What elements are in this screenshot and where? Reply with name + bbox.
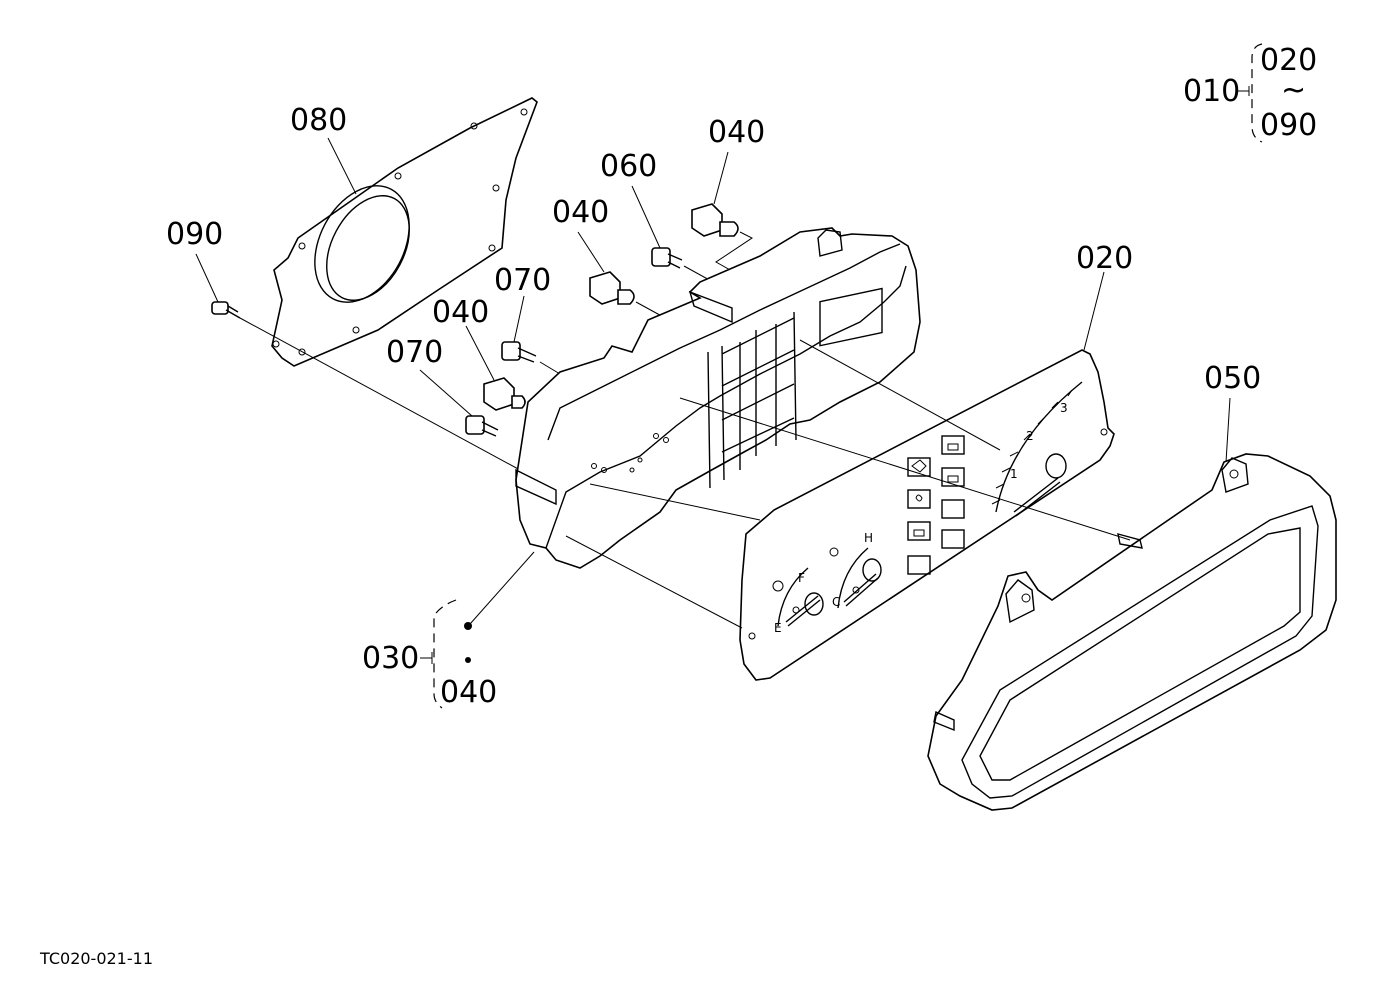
tach-mark-3: 3 <box>1060 401 1068 415</box>
bulb-socket-070-upper <box>501 341 537 363</box>
rear-plate-080 <box>271 97 538 367</box>
range-bracket <box>1251 43 1263 143</box>
bulb-socket-070-lower <box>465 415 499 437</box>
assembly-line-070-upper <box>539 361 561 375</box>
figure-code: TC020-021-11 <box>39 949 153 968</box>
range-separator: ~ <box>1281 73 1306 108</box>
leader-090 <box>195 253 219 303</box>
callout-030: 030 <box>362 641 419 676</box>
callout-040-mid: 040 <box>552 195 609 230</box>
tach-mark-2: 2 <box>1026 429 1034 443</box>
callout-070-upper: 070 <box>494 263 551 298</box>
leader-050 <box>1225 397 1231 463</box>
callout-090: 090 <box>166 217 223 252</box>
subassembly-bracket-tick <box>420 652 433 664</box>
fuel-mark-f: F <box>798 571 805 585</box>
leader-040-top <box>713 151 729 205</box>
range-bracket-tick <box>1237 86 1250 96</box>
callout-040-top: 040 <box>708 115 765 150</box>
leader-020 <box>1083 271 1105 351</box>
callout-040-left: 040 <box>432 295 489 330</box>
meter-housing <box>515 227 921 569</box>
bulb-socket-040-left <box>483 377 526 411</box>
leader-dot-030 <box>464 622 472 630</box>
callout-020: 020 <box>1076 241 1133 276</box>
subassembly-030-group: 030 040 <box>362 551 535 710</box>
bulb-socket-060 <box>651 247 683 269</box>
assembly-lines-housing <box>565 339 1131 629</box>
callout-020-range: 020 <box>1260 43 1317 78</box>
leader-060 <box>631 185 661 249</box>
callout-080: 080 <box>290 103 347 138</box>
callout-070-lower: 070 <box>386 335 443 370</box>
subassembly-bracket <box>433 599 457 709</box>
tach-mark-1: 1 <box>1010 467 1018 481</box>
leader-030 <box>469 551 535 625</box>
leader-070-upper <box>513 295 525 343</box>
dial-face-020: 1 2 3 H C F E <box>739 349 1115 681</box>
assembly-line-090 <box>239 317 521 471</box>
bulb-socket-040-mid <box>589 271 635 305</box>
callout-060: 060 <box>600 149 657 184</box>
callout-050: 050 <box>1204 361 1261 396</box>
leader-040-mid <box>577 231 605 273</box>
leader-040-left <box>465 325 495 381</box>
temp-mark-h: H <box>864 531 873 545</box>
callout-010: 010 <box>1183 74 1240 109</box>
leader-070-lower <box>419 369 473 417</box>
leader-dot-040 <box>465 657 471 663</box>
callout-030-040: 040 <box>440 675 497 710</box>
screw-090 <box>211 301 241 319</box>
leader-080 <box>327 137 357 195</box>
bulb-socket-040-top <box>691 203 739 237</box>
fuel-mark-e: E <box>774 621 782 635</box>
front-cover-050 <box>927 453 1337 811</box>
callout-090-range: 090 <box>1260 108 1317 143</box>
assembly-range-group: 010 020 ~ 090 <box>1183 43 1317 143</box>
temp-mark-c: C <box>832 595 840 609</box>
